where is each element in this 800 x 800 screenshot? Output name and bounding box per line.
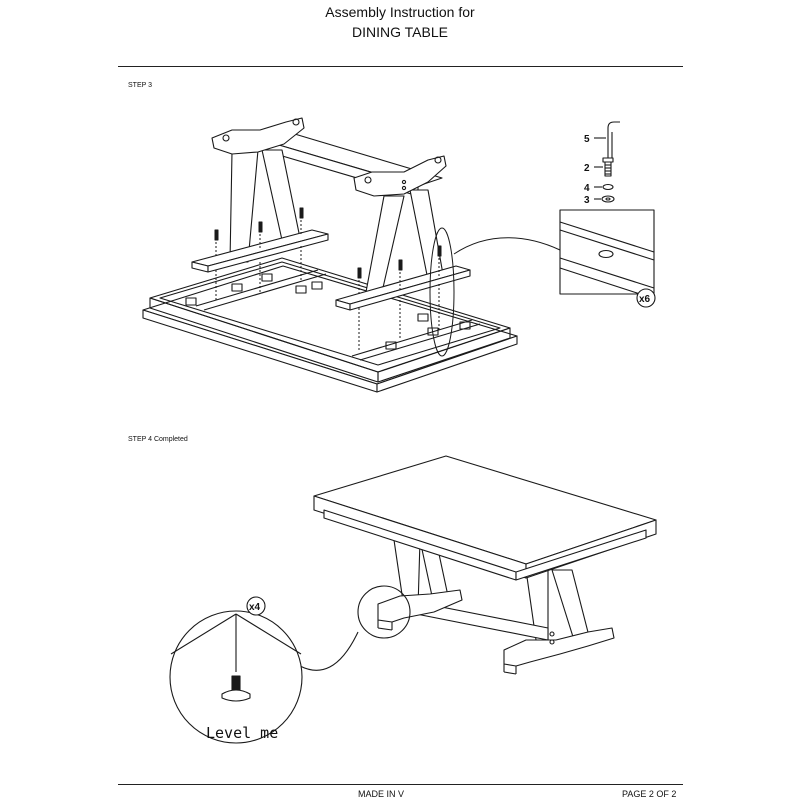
quantity-badge-step4: x4 [249,602,261,613]
quantity-badge-step3: x6 [639,294,651,305]
step-3-label: STEP 3 [128,82,152,89]
part-number-4: 4 [584,183,590,194]
detail-inset-box [559,209,656,308]
trestle-base-diagram [191,117,471,311]
made-in-label: MADE IN V [358,789,405,799]
page-number: PAGE 2 OF 2 [622,789,677,799]
part-number-2: 2 [584,163,590,174]
part-number-5: 5 [584,134,590,145]
screw-set-diagram [214,207,561,357]
step-4-label: STEP 4 Completed [128,436,188,443]
product-name: DINING TABLE [352,24,448,40]
header-divider [118,66,683,67]
leveler-detail-diagram [169,596,359,744]
completed-table-diagram [313,455,657,675]
footer-divider [118,784,683,785]
document-title: Assembly Instruction for [325,4,475,20]
table-top-frame-diagram [142,257,518,393]
part-number-3: 3 [584,195,590,206]
hardware-parts-diagram [594,121,620,203]
level-me-label: Level me [206,724,278,742]
